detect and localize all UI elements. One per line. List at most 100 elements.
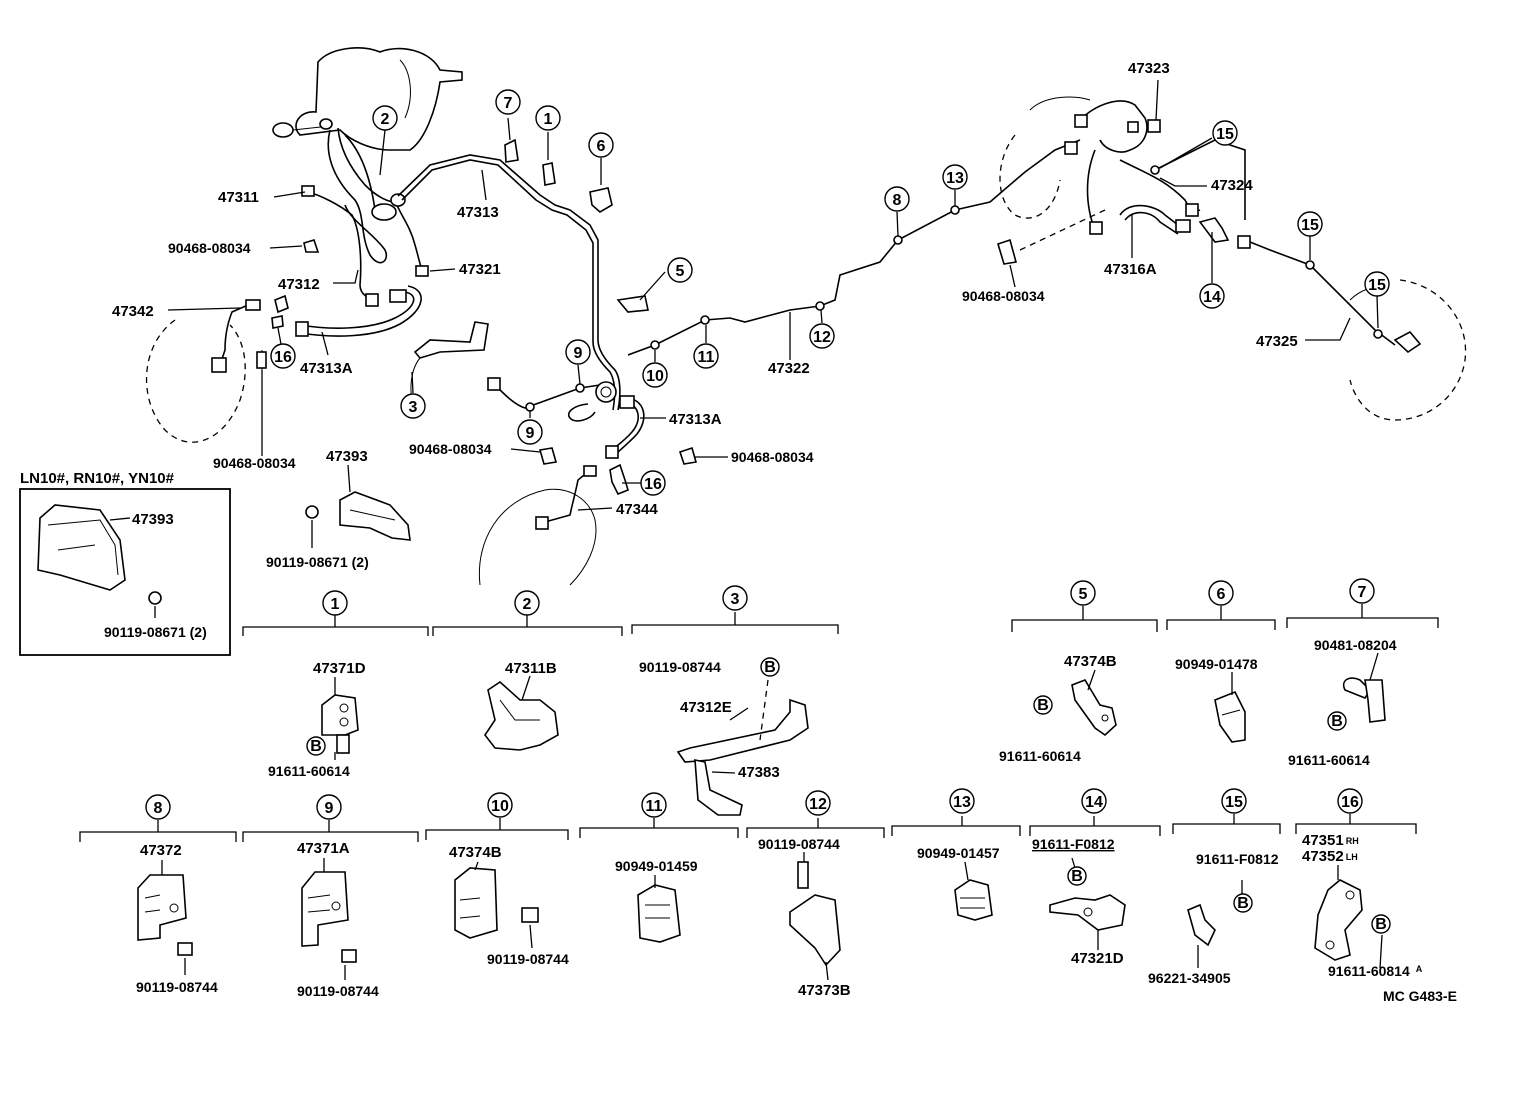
label-90119-08671-top: 90119-08671 (2) [266, 554, 369, 570]
label-47313A-left: 47313A [300, 360, 353, 377]
footer-code: MC G483-E [1383, 988, 1457, 1004]
detail-num-9: 9 [325, 800, 334, 817]
label-47312: 47312 [278, 276, 320, 293]
variant-inset-box [19, 488, 231, 656]
fastener-b-5: B [1037, 697, 1049, 714]
fastener-b-16: B [1375, 916, 1387, 933]
detail-part-7 [1342, 652, 1386, 723]
callout-12: 12 [813, 329, 831, 346]
part-91611-60814: 91611-60814 A [1328, 963, 1423, 979]
front-pipes [295, 127, 621, 411]
master-cylinder-assembly [272, 47, 463, 151]
part-90119-08744-d3: 90119-08744 [639, 659, 721, 675]
callout-9-lower: 9 [526, 425, 535, 442]
part-90949-01459: 90949-01459 [615, 858, 698, 874]
variant-box-title: LN10#, RN10#, YN10# [20, 470, 175, 487]
fastener-b-7: B [1331, 713, 1343, 730]
label-47393: 47393 [326, 448, 368, 465]
part-91611-60614-d7: 91611-60614 [1288, 752, 1370, 768]
part-90119-08744-d8: 90119-08744 [136, 979, 218, 995]
detail-part-12 [789, 852, 841, 981]
callout-1: 1 [544, 111, 553, 128]
detail-num-10: 10 [491, 798, 509, 815]
center-brackets [303, 138, 698, 465]
part-47374B-d10: 47374B [449, 844, 502, 861]
callout-14: 14 [1203, 289, 1221, 306]
detail-part-3 [676, 679, 809, 816]
part-91611-60614-d5: 91611-60614 [999, 748, 1081, 764]
front-right-disc [478, 463, 629, 586]
detail-num-16: 16 [1341, 794, 1359, 811]
label-90468-d: 90468-08034 [731, 449, 814, 465]
label-47316A: 47316A [1104, 261, 1157, 278]
label-47311: 47311 [218, 189, 259, 206]
fastener-b-14: B [1071, 868, 1083, 885]
detail-num-5: 5 [1079, 586, 1088, 603]
fastener-b-1: B [310, 738, 322, 755]
callout-leaders [167, 79, 1379, 511]
callout-11: 11 [698, 349, 715, 366]
callout-circles [145, 89, 1390, 820]
part-91611-F0812-d15: 91611-F0812 [1196, 851, 1279, 867]
callout-9-upper: 9 [574, 345, 583, 362]
part-47321D: 47321D [1071, 950, 1124, 967]
part-47373B: 47373B [798, 982, 851, 999]
front-left-disc [145, 294, 289, 455]
part-47371A: 47371A [297, 840, 350, 857]
detail-part-13 [954, 861, 993, 921]
fastener-markers [306, 657, 1391, 934]
detail-num-2: 2 [523, 596, 532, 613]
part-47371D: 47371D [313, 660, 366, 677]
part-47351-number: 47351 [1302, 832, 1344, 849]
callout-15-b: 15 [1301, 217, 1319, 234]
detail-part-5 [1071, 669, 1117, 737]
label-47324: 47324 [1211, 177, 1253, 194]
detail-part-14 [1049, 857, 1126, 950]
detail-num-6: 6 [1217, 586, 1226, 603]
detail-num-11: 11 [646, 798, 663, 815]
callout-10: 10 [646, 368, 664, 385]
callout-5: 5 [676, 263, 685, 280]
part-47372: 47372 [140, 842, 182, 859]
callout-13: 13 [946, 170, 964, 187]
part-90119-08744-d9: 90119-08744 [297, 983, 379, 999]
detail-part-10 [454, 861, 539, 949]
part-96221-34905: 96221-34905 [1148, 970, 1231, 986]
detail-part-15 [1187, 880, 1243, 968]
part-91611-F0812-d14: 91611-F0812 [1032, 836, 1115, 852]
detail-num-1: 1 [331, 596, 340, 613]
part-47374B-d5: 47374B [1064, 653, 1117, 670]
detail-part-8 [137, 860, 193, 975]
note-a: A [1416, 964, 1423, 974]
detail-num-13: 13 [953, 794, 971, 811]
detail-part-2 [484, 675, 559, 751]
callout-6: 6 [597, 138, 606, 155]
rh-tag: RH [1346, 836, 1359, 846]
label-47323: 47323 [1128, 60, 1170, 77]
part-91611-60614-d1: 91611-60614 [268, 763, 350, 779]
part-47352-number: 47352 [1302, 848, 1344, 865]
callout-16-left: 16 [274, 349, 292, 366]
junction-points [525, 165, 1383, 412]
detail-part-16 [1314, 865, 1383, 969]
label-90468-a: 90468-08034 [168, 240, 251, 256]
detail-num-3: 3 [731, 591, 740, 608]
label-90468-b: 90468-08034 [213, 455, 296, 471]
detail-part-6 [1214, 672, 1246, 743]
detail-num-7: 7 [1358, 584, 1367, 601]
detail-braces-row1 [242, 604, 1439, 636]
detail-part-9 [301, 858, 357, 980]
lh-tag: LH [1346, 852, 1358, 862]
callout-2: 2 [381, 111, 390, 128]
part-91611-60814-number: 91611-60814 [1328, 963, 1410, 979]
callout-15-c: 15 [1368, 277, 1386, 294]
detail-num-12: 12 [809, 796, 827, 813]
detail-num-14: 14 [1085, 794, 1103, 811]
label-47321: 47321 [459, 261, 501, 278]
fastener-b-15: B [1237, 895, 1249, 912]
part-90119-08744-d12: 90119-08744 [758, 836, 840, 852]
label-47342: 47342 [112, 303, 154, 320]
label-90119-08671-inset: 90119-08671 (2) [104, 624, 207, 640]
fastener-b-3: B [764, 659, 776, 676]
